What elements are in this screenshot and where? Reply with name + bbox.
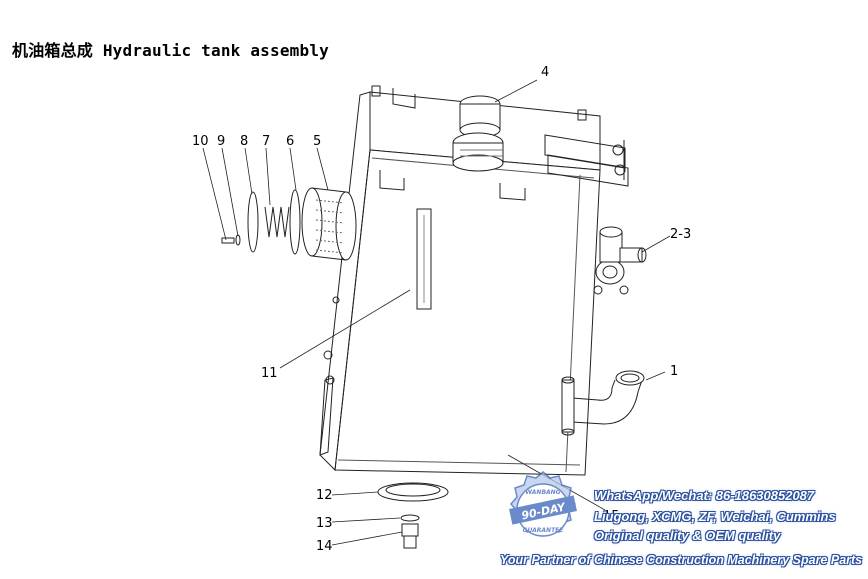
callout-15: 15: [603, 509, 620, 524]
callout-4: 4: [541, 65, 549, 80]
watermark-slogan: Your Partner of Chinese Construction Mac…: [500, 553, 863, 567]
drain-washer: [400, 514, 420, 522]
callout-5: 5: [313, 134, 321, 149]
callout-11: 11: [261, 366, 278, 381]
washer: [235, 234, 241, 246]
spring: [264, 206, 290, 238]
callout-13: 13: [316, 516, 333, 531]
fitting-assembly: [593, 226, 647, 295]
callout-2-3: 2-3: [670, 227, 691, 242]
callout-10: 10: [192, 134, 209, 149]
watermark-quality: Original quality & OEM quality: [594, 528, 781, 543]
mounting-brackets: [544, 134, 629, 187]
drain-plug: [401, 523, 419, 549]
suction-pipe: [561, 370, 645, 436]
callout-8: 8: [240, 134, 248, 149]
callout-7: 7: [262, 134, 270, 149]
callout-14: 14: [316, 539, 333, 554]
guarantee-badge: 90-DAY WANBANG GUARANTEE: [509, 471, 577, 537]
badge-bottom-text: GUARANTEE: [523, 527, 565, 534]
drain-cover: [377, 482, 449, 502]
callout-1: 1: [670, 364, 678, 379]
bolt: [221, 237, 235, 244]
cover-plate: [247, 191, 259, 253]
callout-12: 12: [316, 488, 333, 503]
badge-top-text: WANBANG: [525, 489, 560, 496]
callout-6: 6: [286, 134, 294, 149]
breather-cap: [452, 95, 504, 172]
watermark-contact: WhatsApp/Wechat: 86-18630852087: [594, 488, 815, 503]
diagram-title: 机油箱总成 Hydraulic tank assembly: [12, 41, 329, 60]
watermark-brands: Liugong, XCMG, ZF, Weichai, Cummins: [594, 509, 836, 524]
gasket: [289, 189, 301, 255]
filter-element: [301, 187, 357, 261]
callout-9: 9: [217, 134, 225, 149]
